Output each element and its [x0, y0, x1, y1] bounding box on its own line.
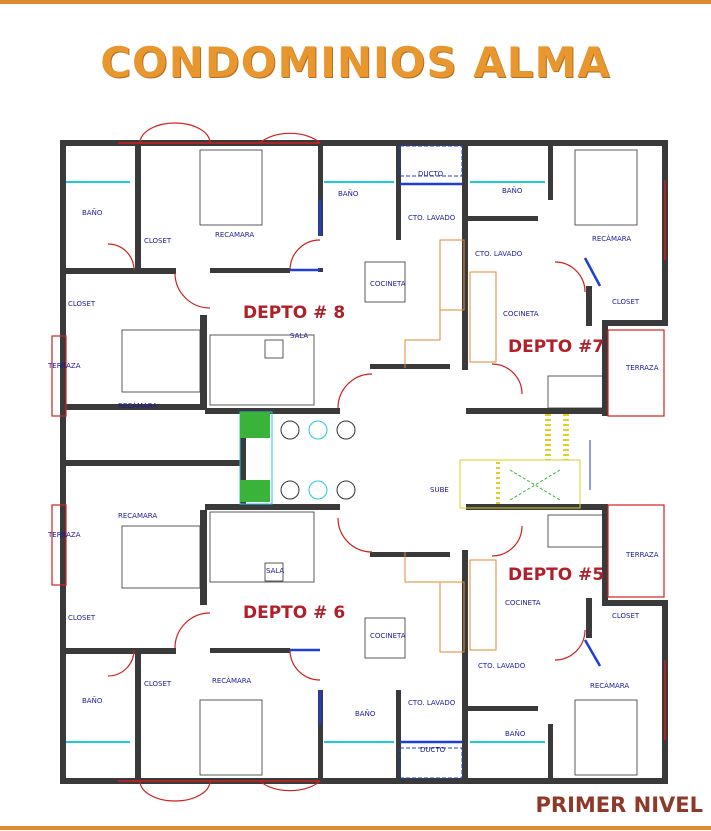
label-cocineta: COCINETA — [503, 310, 539, 318]
label-cocineta: COCINETA — [370, 280, 406, 288]
label-bano: BAÑO — [355, 709, 376, 718]
lobby-furniture — [280, 420, 356, 500]
windows — [66, 142, 666, 782]
label-recamara: RECÁMARA — [118, 401, 157, 410]
sofas — [209, 334, 605, 583]
label-cocineta: COCINETA — [370, 632, 406, 640]
label-cto-lavado: CTO. LAVADO — [475, 250, 523, 258]
label-ducto: DUCTO — [418, 170, 444, 178]
stairs — [459, 414, 591, 509]
label-closet: CLOSET — [68, 614, 96, 622]
label-terraza: TERRAZA — [625, 364, 659, 372]
label-sala: SALA — [290, 332, 308, 340]
room-labels: BAÑO CLOSET RECAMARA BAÑO DUCTO CTO. LAV… — [47, 170, 659, 754]
label-terraza: TERRAZA — [47, 362, 81, 370]
label-recamara: RECÁMARA — [590, 681, 629, 690]
label-closet: CLOSET — [144, 237, 172, 245]
light-well — [239, 411, 273, 505]
label-bano: BAÑO — [505, 729, 526, 738]
ducts — [399, 145, 463, 779]
label-closet: CLOSET — [612, 298, 640, 306]
bottom-rule — [0, 826, 711, 830]
terraces — [51, 329, 665, 598]
label-bano: BAÑO — [82, 208, 103, 217]
label-bano: BAÑO — [82, 696, 103, 705]
interior-walls — [60, 140, 668, 784]
window-arcs — [139, 122, 321, 802]
beds — [121, 149, 638, 776]
unit-label-7: DEPTO #7 — [508, 337, 604, 357]
label-recamara: RECÁMARA — [592, 234, 631, 243]
label-bano: BAÑO — [338, 189, 359, 198]
kitchen-counters — [404, 239, 497, 653]
label-terraza: TERRAZA — [47, 531, 81, 539]
label-sala: SALA — [266, 567, 284, 575]
label-bano: BAÑO — [502, 186, 523, 195]
unit-label-6: DEPTO # 6 — [243, 603, 345, 623]
unit-labels: DEPTO # 8 DEPTO #7 DEPTO #5 DEPTO # 6 — [243, 303, 604, 623]
label-sube: SUBE — [430, 486, 449, 494]
label-closet: CLOSET — [68, 300, 96, 308]
dining-tables — [264, 261, 406, 659]
unit-label-8: DEPTO # 8 — [243, 303, 345, 323]
label-cocineta: COCINETA — [505, 599, 541, 607]
page-title: CONDOMINIOS ALMA — [100, 38, 611, 87]
label-recamara: RECAMARA — [118, 512, 157, 520]
label-recamara: RECÁMARA — [212, 676, 251, 685]
level-label: PRIMER NIVEL — [535, 793, 703, 817]
door-swings — [107, 182, 602, 744]
label-cto-lavado: CTO. LAVADO — [408, 214, 456, 222]
label-closet: CLOSET — [612, 612, 640, 620]
label-terraza: TERRAZA — [625, 551, 659, 559]
label-closet: CLOSET — [144, 680, 172, 688]
unit-label-5: DEPTO #5 — [508, 565, 604, 585]
label-cto-lavado: CTO. LAVADO — [408, 699, 456, 707]
top-rule — [0, 0, 711, 4]
label-cto-lavado: CTO. LAVADO — [478, 662, 526, 670]
label-recamara: RECAMARA — [215, 231, 254, 239]
label-ducto: DUCTO — [420, 746, 446, 754]
